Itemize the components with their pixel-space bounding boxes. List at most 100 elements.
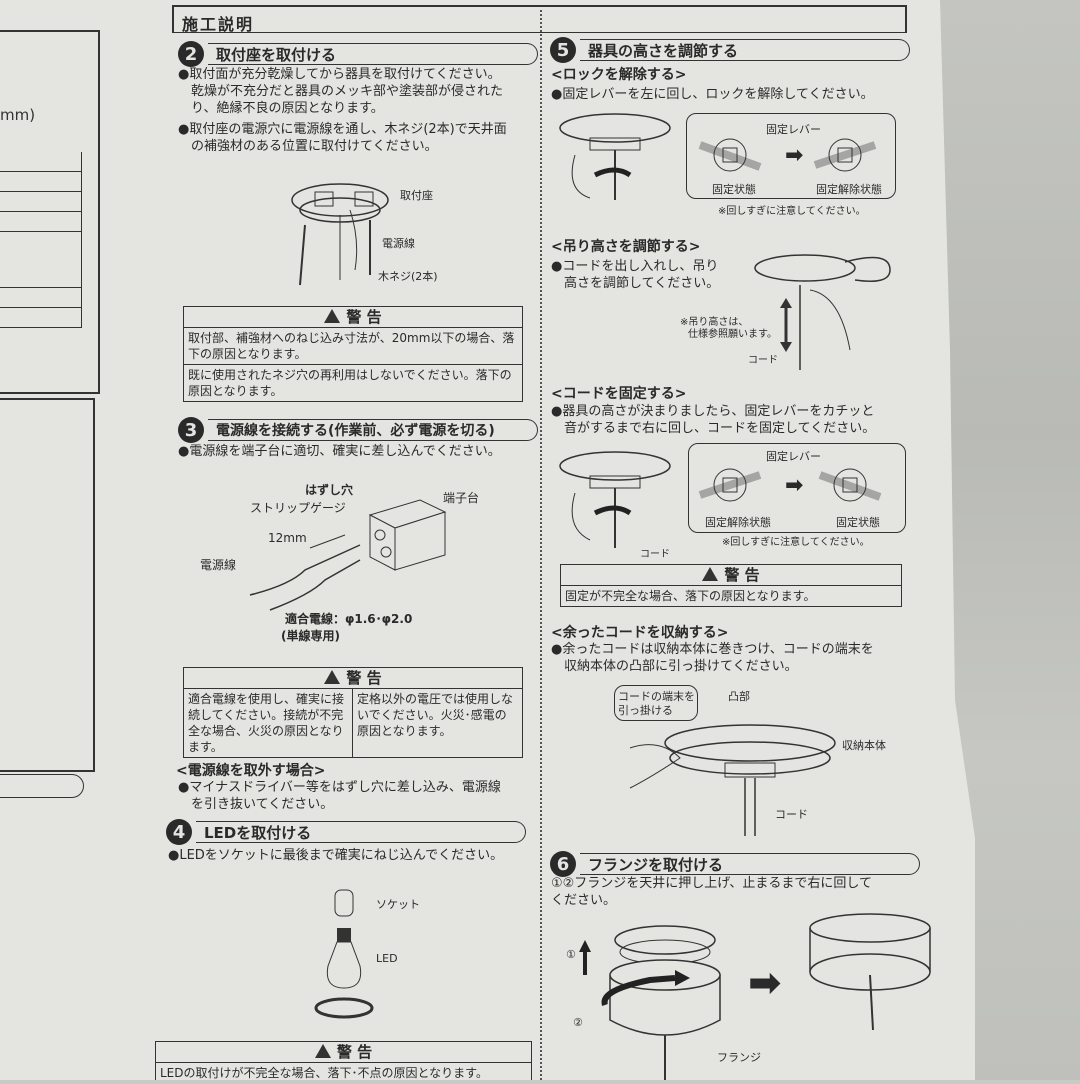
label-strip-length: 12mm [268,531,307,545]
label-cord: コード [775,808,808,821]
warning-triangle-icon [324,670,341,684]
step-2-bullet-1-cont: 乾燥が不充分だと器具のメッキ部や塗装部が侵された [191,84,504,99]
warning-box-step-5: 警 告 固定が不完全な場合、落下の原因となります。 [560,564,902,607]
step-title: 電源線を接続する(作業前、必ず電源を切る) [208,419,538,441]
store-cord-heading: <余ったコードを収納する> [551,625,729,641]
over-rotation-note: ※回しすぎに注意してください。 [718,206,866,217]
terminal-block-illustration [249,499,447,611]
label-power-wire: 電源線 [200,558,237,572]
step-title: 取付座を取付ける [208,43,538,65]
warning-text: 定格以外の電圧では使用しないでください。火災･感電の原因となります。 [357,692,514,738]
led-socket-illustration [314,889,374,1019]
height-bullet-cont: 高さを調節してください。 [564,276,720,291]
height-note-1: ※吊り高さは、 [680,317,749,328]
step-number: 6 [550,851,576,877]
fix-cord-bullet: 器具の高さが決まりましたら、固定レバーをカチッと [551,403,874,420]
label-state-locked: 固定状態 [712,183,756,196]
warning-triangle-icon [324,309,341,323]
cord-storage-illustration [629,724,836,836]
instruction-sheet: mm) 施工説明 2 取付座を取付ける 取付面が充分乾燥してから器具を取付けてく… [0,0,975,1080]
flange-after-illustration [809,913,931,1031]
step-3-bullet-1: 電源線を端子台に適切、確実に差し込んでください。 [178,443,500,460]
warning-heading: 警 告 [184,307,522,328]
step-2-bullet-1-cont2: り、絶縁不良の原因となります。 [191,101,384,116]
warning-text: 既に使用されたネジ穴の再利用はしないでください。落下の原因となります。 [184,364,522,401]
step-4-header: 4 LEDを取付ける [166,819,526,845]
height-heading: <吊り高さを調節する> [551,239,701,255]
unlock-detail-callout [686,113,896,199]
left-page-fragment: mm) [0,0,150,1080]
step-6-header: 6 フランジを取付ける [550,851,920,877]
label-storage-body: 収納本体 [842,739,886,752]
fix-cord-heading: <コードを固定する> [551,386,687,402]
unlock-heading: <ロックを解除する> [551,67,687,83]
label-state-locked: 固定状態 [836,516,880,529]
step-title: 器具の高さを調節する [580,39,910,61]
warning-box-step-2: 警 告 取付部、補強材へのねじ込み寸法が、20mm以下の場合、落下の原因となりま… [183,306,523,402]
step-2-bullet-1: 取付面が充分乾燥してから器具を取付けてください。 [178,66,500,83]
height-adjust-illustration [754,254,891,370]
left-section-pill [0,774,84,798]
label-terminal-block: 端子台 [443,491,480,505]
warning-text: 適合電線を使用し、確実に接続してください。接続が不完全な場合、火災の原因となりま… [184,689,353,757]
removal-bullet-cont: を引き抜いてください。 [191,797,334,812]
left-caution-box [0,398,95,772]
column-divider [540,10,542,1080]
callout-text-1: コードの端末を [618,690,695,703]
store-cord-bullet-cont: 収納本体の凸部に引っ掛けてください。 [564,659,798,674]
step-number: 4 [166,819,192,845]
warning-triangle-icon [702,567,719,581]
step-3-header: 3 電源線を接続する(作業前、必ず電源を切る) [178,417,538,443]
fix-cord-hand-illustration [559,451,671,548]
label-mounting-base: 取付座 [400,189,433,202]
step-5-header: 5 器具の高さを調節する [550,37,910,63]
lever-unlocked-icon [813,138,877,172]
label-release-hole: はずし穴 [305,483,354,497]
step-2-bullet-2: 取付座の電源穴に電源線を通し、木ネジ(2本)で天井面 [178,121,506,138]
label-state-unlocked: 固定解除状態 [705,516,771,529]
lever-locked-icon [698,138,762,172]
unlock-hand-illustration [559,113,671,200]
label-socket: ソケット [376,898,420,911]
removal-bullet: マイナスドライバー等をはずし穴に差し込み、電源線 [178,779,500,796]
lever-unlocked-icon [698,468,762,502]
step-number: 5 [550,37,576,63]
over-rotation-note: ※回しすぎに注意してください。 [722,537,870,548]
label-step-1: ① [566,948,576,961]
fix-cord-detail-callout [688,443,906,533]
step-4-bullet-1: LEDをソケットに最後まで確実にねじ込んでください。 [168,847,503,864]
removal-heading: <電源線を取外す場合> [176,763,326,779]
warning-triangle-icon [314,1044,331,1058]
store-cord-bullet: 余ったコードは収納本体に巻きつけ、コードの端末を [551,641,873,658]
height-note-2: 仕様参照願います。 [688,329,777,340]
hook-callout [614,685,698,721]
label-state-unlocked: 固定解除状態 [816,183,882,196]
label-wood-screw: 木ネジ(2本) [378,270,438,283]
step-number: 3 [178,417,204,443]
step-number: 2 [178,41,204,67]
step-2-bullet-2-cont: の補強材のある位置に取付けてください。 [191,139,438,154]
warning-text: LEDの取付けが不完全な場合、落下･不点の原因となります。 [160,1066,488,1080]
label-cord: コード [640,549,670,560]
label-compatible-wire: 適合電線：φ1.6･φ2.0 [285,612,413,626]
unlock-bullet: 固定レバーを左に回し、ロックを解除してください。 [551,86,873,103]
label-flange: フランジ [717,1051,761,1064]
label-led: LED [376,952,398,965]
left-spec-table [0,152,82,328]
callout-text-2: 引っ掛ける [618,704,673,717]
arrow-right-icon: ➡ [785,143,804,168]
warning-text: 固定が不完全な場合、落下の原因となります。 [565,589,816,603]
label-strip-gauge: ストリップゲージ [250,501,346,515]
label-cord: コード [748,355,778,366]
step-title: フランジを取付ける [580,853,920,875]
warning-heading: 警 告 [184,668,522,689]
warning-box-step-4: 警 告 LEDの取付けが不完全な場合、落下･不点の原因となります。 [155,1041,532,1080]
arrow-right-icon: ➡ [785,473,804,498]
label-solid-only: (単線専用) [281,629,340,643]
lever-locked-icon [818,468,882,502]
arrow-right-icon: ➡ [748,960,782,1006]
warning-box-step-3: 警 告 適合電線を使用し、確実に接続してください。接続が不完全な場合、火災の原因… [183,667,523,758]
step-2-header: 2 取付座を取付ける [178,41,538,67]
left-spec-box [0,30,100,394]
step-6-text: ①②フランジを天井に押し上げ、止まるまで右に回して [551,876,873,891]
